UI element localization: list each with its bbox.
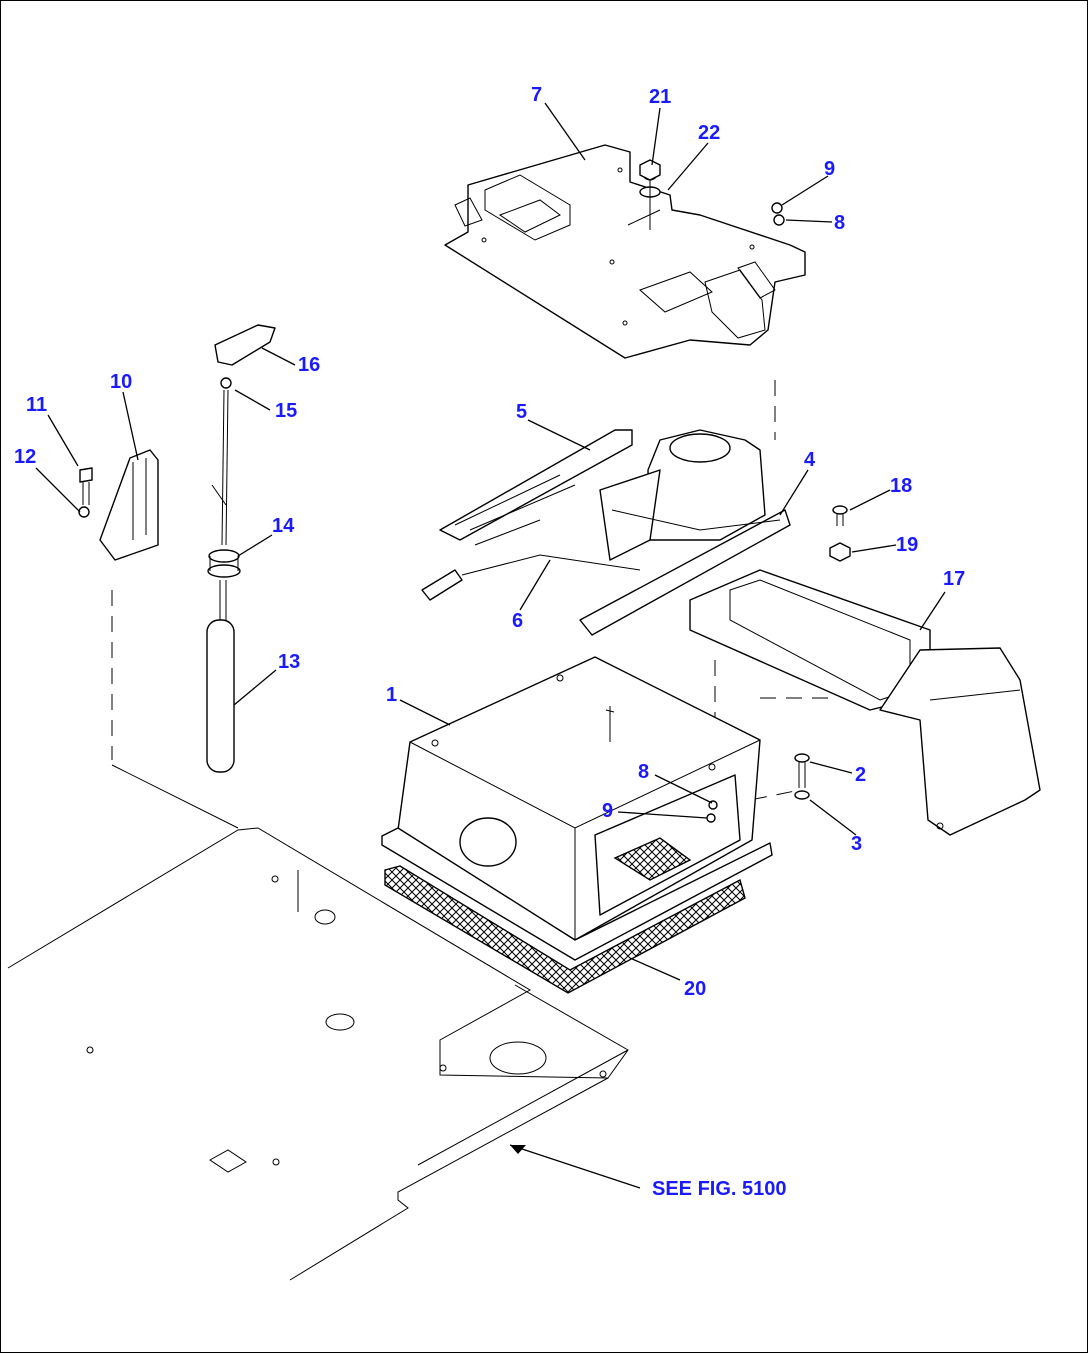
callout-13: 13 xyxy=(278,651,300,673)
callout-14: 14 xyxy=(272,515,295,537)
callout-9-upper: 9 xyxy=(824,158,835,180)
callout-5: 5 xyxy=(516,401,527,423)
callout-16: 16 xyxy=(298,354,320,376)
callout-labels: 7 21 22 9 8 16 10 15 11 12 14 13 5 6 4 1… xyxy=(14,84,965,1200)
leader-lines xyxy=(35,102,946,1189)
part-1-seat-box xyxy=(381,656,773,961)
part-20-mat xyxy=(384,865,746,994)
part-4-suspension xyxy=(579,429,791,636)
part-17-console xyxy=(689,569,1041,836)
callout-6: 6 xyxy=(512,610,523,632)
part-13-16-lever-assembly xyxy=(206,324,276,773)
callout-7: 7 xyxy=(531,84,542,106)
part-18-19-bolt-nut xyxy=(829,505,851,562)
reference-note: SEE FIG. 5100 xyxy=(652,1178,787,1200)
part-7-seat-plate xyxy=(444,144,806,359)
callout-20: 20 xyxy=(684,978,706,1000)
part-5-6-seat-rail xyxy=(421,429,641,601)
callout-17: 17 xyxy=(943,568,965,590)
callout-8-upper: 8 xyxy=(834,212,845,234)
callout-12: 12 xyxy=(14,446,36,468)
callout-18: 18 xyxy=(890,475,912,497)
callout-9-lower: 9 xyxy=(602,800,613,822)
callout-2: 2 xyxy=(855,764,866,786)
callout-21: 21 xyxy=(649,86,671,108)
callout-4: 4 xyxy=(804,449,816,471)
callout-22: 22 xyxy=(698,122,720,144)
callout-15: 15 xyxy=(275,400,297,422)
callout-19: 19 xyxy=(896,534,918,556)
callout-1: 1 xyxy=(386,684,397,706)
floor-plate xyxy=(7,764,629,1281)
callout-8-lower: 8 xyxy=(638,761,649,783)
part-21-22-nut-washer xyxy=(639,159,661,230)
callout-10: 10 xyxy=(110,371,132,393)
callout-11: 11 xyxy=(26,394,47,416)
part-8-9-washers-upper xyxy=(771,202,785,226)
callout-3: 3 xyxy=(851,833,862,855)
part-10-12-bracket xyxy=(78,449,159,561)
part-2-3-bolt-washer xyxy=(794,753,810,800)
